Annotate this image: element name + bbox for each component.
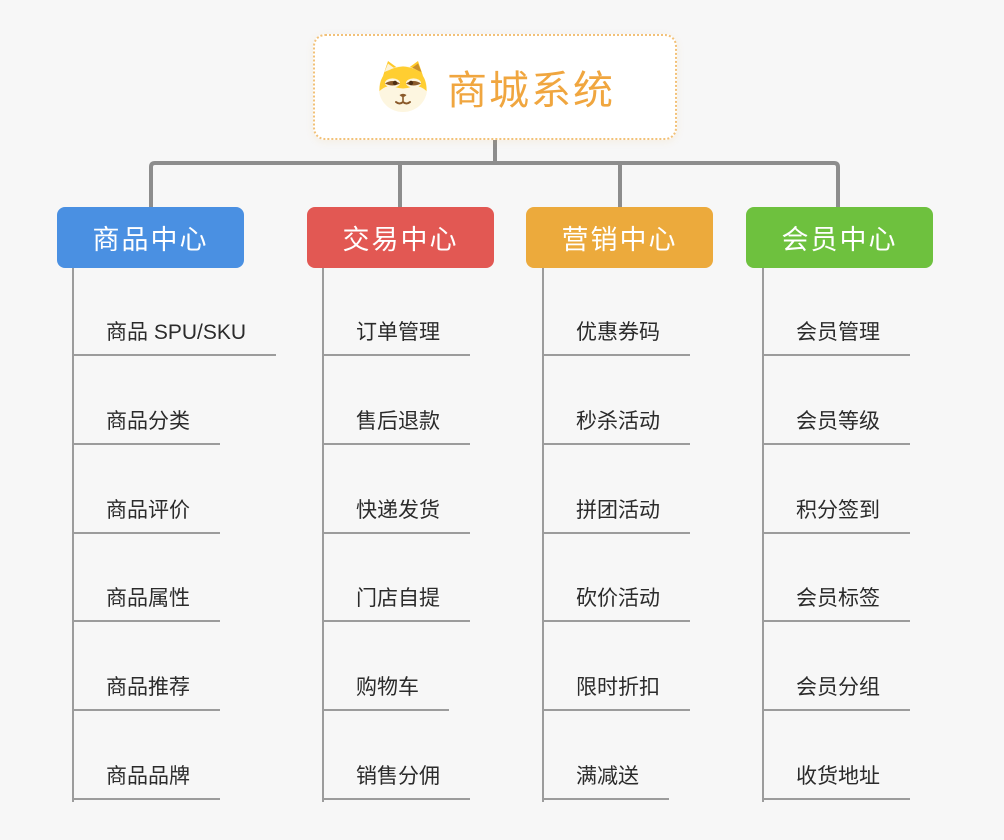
topic-node-product-category[interactable]: 商品分类 [72,409,220,445]
topic-node-shipping-address[interactable]: 收货地址 [762,764,910,800]
branch-label: 商品中心 [92,225,209,255]
branch-label: 会员中心 [781,225,898,255]
branch-label: 营销中心 [561,225,678,255]
topic-node-limited-time-discount[interactable]: 限时折扣 [542,675,690,711]
topic-node-member-management[interactable]: 会员管理 [762,320,910,356]
branch-header-product-center[interactable]: 商品中心 [57,207,244,268]
topic-node-coupon-code[interactable]: 优惠券码 [542,320,690,356]
topic-node-member-tags[interactable]: 会员标签 [762,586,910,622]
topic-node-flash-sale[interactable]: 秒杀活动 [542,409,690,445]
topic-node-express-delivery[interactable]: 快递发货 [322,498,470,534]
trunk-line-trade-center [322,268,324,802]
branch-header-marketing-center[interactable]: 营销中心 [526,207,713,268]
branch-label: 交易中心 [342,225,459,255]
root-node[interactable]: 商城系统 [313,34,677,140]
topic-node-product-spu-sku[interactable]: 商品 SPU/SKU [72,320,277,356]
bus-line [149,161,840,210]
root-title: 商城系统 [447,69,615,113]
topic-node-sales-commission[interactable]: 销售分佣 [322,764,470,800]
topic-node-spend-and-save[interactable]: 满减送 [542,764,669,800]
topic-node-product-recommend[interactable]: 商品推荐 [72,675,220,711]
topic-node-order-management[interactable]: 订单管理 [322,320,470,356]
topic-node-group-buy[interactable]: 拼团活动 [542,498,690,534]
trunk-line-product-center [72,268,74,802]
topic-node-product-review[interactable]: 商品评价 [72,498,220,534]
topic-node-bargain-activity[interactable]: 砍价活动 [542,586,690,622]
topic-node-shopping-cart[interactable]: 购物车 [322,675,449,711]
topic-node-points-checkin[interactable]: 积分签到 [762,498,910,534]
trunk-line-member-center [762,268,764,802]
topic-node-member-level[interactable]: 会员等级 [762,409,910,445]
topic-node-store-pickup[interactable]: 门店自提 [322,586,470,622]
topic-node-product-attribute[interactable]: 商品属性 [72,586,220,622]
topic-node-member-groups[interactable]: 会员分组 [762,675,910,711]
trunk-line-marketing-center [542,268,544,802]
topic-node-aftersale-refund[interactable]: 售后退款 [322,409,470,445]
topic-node-product-brand[interactable]: 商品品牌 [72,764,220,800]
branch-header-trade-center[interactable]: 交易中心 [307,207,494,268]
shiba-dog-icon [379,61,427,112]
branch-header-member-center[interactable]: 会员中心 [746,207,933,268]
